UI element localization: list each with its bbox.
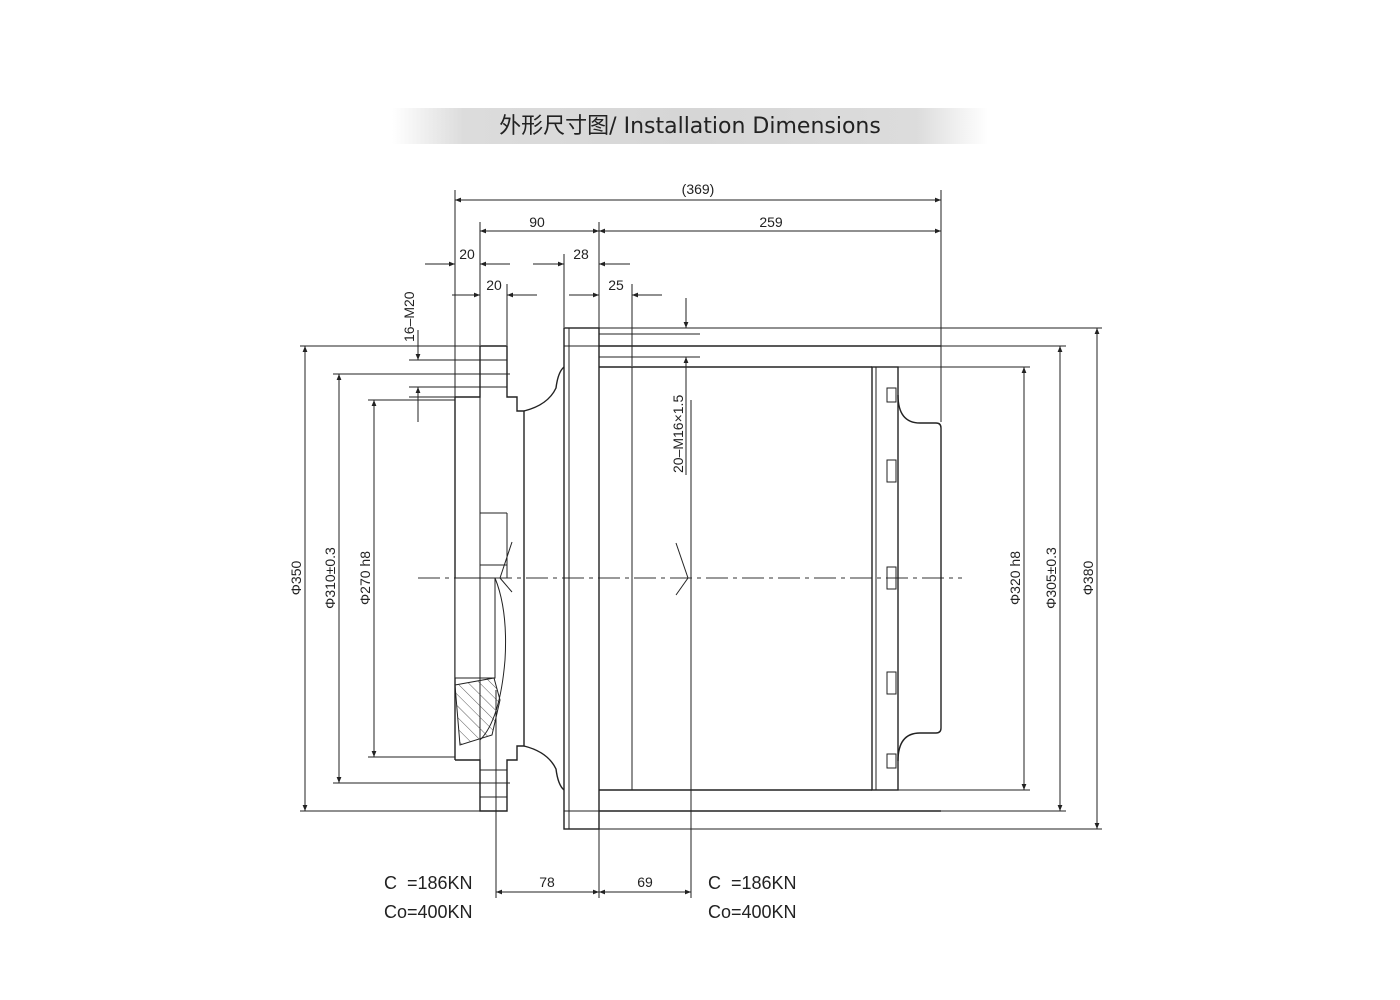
- load-co-right: Co=400KN: [708, 902, 797, 922]
- housing: [563, 327, 942, 830]
- bottom-dimensions: [495, 400, 692, 898]
- dim-69: 69: [637, 874, 653, 890]
- dim-28: 28: [573, 246, 589, 262]
- output-flange: [454, 345, 565, 812]
- dim-25: 25: [608, 277, 624, 293]
- dim-overall-length: (369): [682, 181, 715, 197]
- dim-90: 90: [529, 214, 545, 230]
- top-dimensions: [425, 190, 942, 580]
- right-diameter-lines: [599, 327, 1102, 830]
- load-c-left: C =186KN: [384, 873, 473, 893]
- title-banner: [392, 108, 988, 144]
- drawing-title: 外形尺寸图/ Installation Dimensions: [499, 114, 881, 139]
- dim-259: 259: [759, 214, 783, 230]
- load-c-right: C =186KN: [708, 873, 797, 893]
- dim-20-lower: 20: [486, 277, 502, 293]
- dia-350-label: Φ350: [288, 561, 304, 596]
- thread-callout-left: [409, 330, 480, 422]
- dia-305-label: Φ305±0.3: [1043, 547, 1059, 609]
- thread-callout-right: [599, 298, 700, 475]
- dim-20-upper: 20: [459, 246, 475, 262]
- dia-310-label: Φ310±0.3: [322, 547, 338, 609]
- dia-270-label: Φ270 h8: [357, 551, 373, 605]
- dia-380-label: Φ380: [1080, 561, 1096, 596]
- load-co-left: Co=400KN: [384, 902, 473, 922]
- dia-320-label: Φ320 h8: [1007, 551, 1023, 605]
- left-diameter-lines: [300, 345, 510, 812]
- dim-78: 78: [539, 874, 555, 890]
- holes-right-label: 20–M16×1.5: [670, 395, 686, 473]
- holes-left-label: 16–M20: [401, 291, 417, 342]
